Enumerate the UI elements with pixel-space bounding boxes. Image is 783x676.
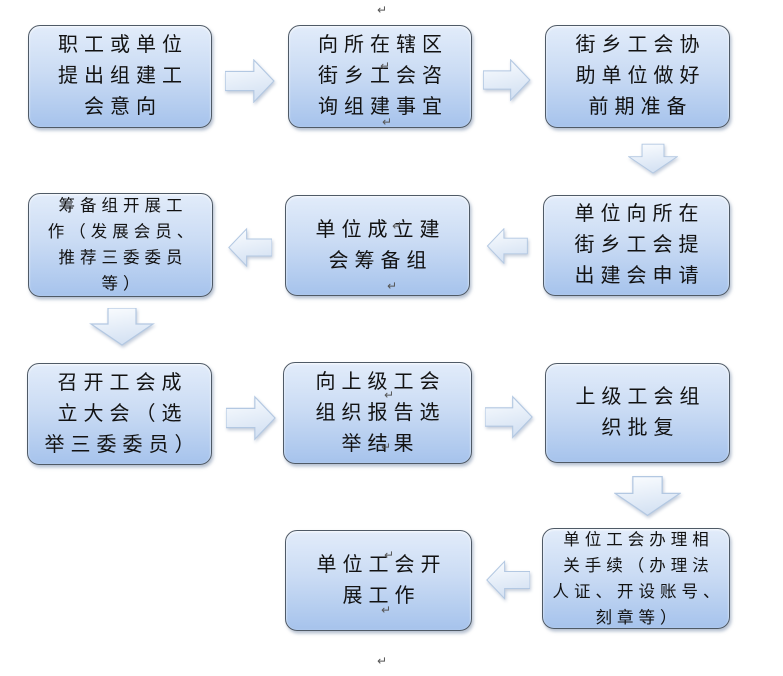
- flow-node-3-label: 街乡工会协 助单位做好 前期准备: [575, 34, 706, 118]
- flow-node-10-label: 单位工会办理相 关手续（办理法 人证、开设账号、 刻章等）: [552, 529, 725, 627]
- return-mark: ↵: [382, 115, 393, 129]
- flow-node-6: 筹备组开展工 作（发展会员、 推荐三委委员 等）: [28, 193, 213, 297]
- flow-node-11-label: 单位工会开 展工作: [316, 553, 447, 607]
- flow-node-2-label: 向所在辖区 街乡工会咨 询组建事宜: [318, 34, 448, 118]
- arrow-right-icon: [483, 59, 531, 101]
- flow-node-9-label: 上级工会组 织批复: [575, 386, 706, 439]
- flow-node-3: 街乡工会协 助单位做好 前期准备: [545, 25, 730, 128]
- flow-node-8-label: 向上级工会 组织报告选 举结果: [315, 370, 446, 455]
- return-mark: ↵: [380, 59, 391, 73]
- flow-node-1-label: 职工或单位 提出组建工 会意向: [58, 34, 188, 118]
- flow-node-9: 上级工会组 织批复: [545, 363, 730, 463]
- arrow-left-icon: [228, 227, 272, 268]
- arrow-down-icon: [614, 476, 681, 517]
- arrow-down-icon: [628, 142, 678, 176]
- flow-node-2: 向所在辖区 街乡工会咨 询组建事宜: [288, 25, 472, 128]
- return-mark: ↵: [381, 603, 392, 617]
- return-mark: ↵: [392, 219, 403, 233]
- arrow-down-icon: [86, 308, 158, 346]
- return-mark: ↵: [384, 388, 395, 402]
- flow-node-6-label: 筹备组开展工 作（发展会员、 推荐三委委员 等）: [47, 196, 199, 293]
- flow-node-4: 单位向所在 街乡工会提 出建会申请: [543, 195, 730, 296]
- return-mark: ↵: [381, 440, 392, 454]
- flow-node-11: 单位工会开 展工作: [285, 530, 472, 631]
- arrow-right-icon: [226, 395, 276, 441]
- flow-node-5: 单位成立建 会筹备组: [285, 195, 470, 296]
- return-mark: ↵: [377, 654, 388, 668]
- return-mark: ↵: [384, 548, 395, 562]
- arrow-right-icon: [225, 59, 275, 103]
- flow-node-7-label: 召开工会成 立大会（选 举三委委员）: [44, 371, 201, 456]
- flow-node-4-label: 单位向所在 街乡工会提 出建会申请: [574, 203, 705, 287]
- flow-node-10: 单位工会办理相 关手续（办理法 人证、开设账号、 刻章等）: [542, 528, 730, 629]
- arrow-right-icon: [485, 395, 533, 439]
- return-mark: ↵: [377, 3, 388, 17]
- flow-node-1: 职工或单位 提出组建工 会意向: [28, 25, 212, 128]
- flow-node-8: 向上级工会 组织报告选 举结果: [283, 362, 472, 464]
- return-mark: ↵: [387, 279, 398, 293]
- arrow-left-icon: [486, 557, 530, 603]
- flow-node-7: 召开工会成 立大会（选 举三委委员）: [27, 363, 212, 465]
- arrow-left-icon: [485, 228, 529, 264]
- flow-node-5-label: 单位成立建 会筹备组: [315, 218, 446, 272]
